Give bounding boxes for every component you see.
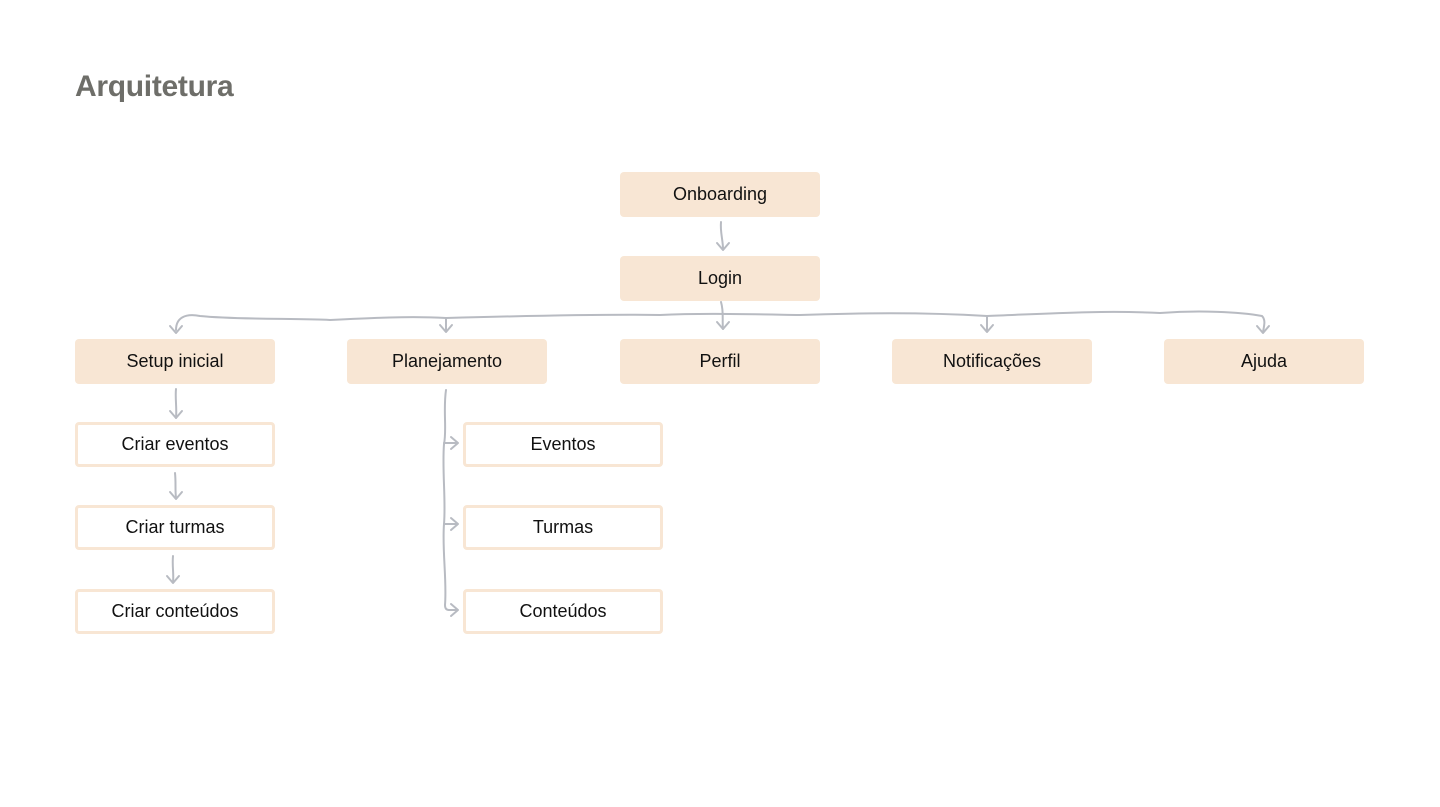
arrowhead-ajuda (1256, 325, 1270, 334)
arrowhead-setup-criar-eventos (169, 410, 183, 419)
arrowhead-criar-eventos-criar-turmas (169, 491, 183, 500)
node-perfil[interactable]: Perfil (620, 339, 820, 384)
arrow-login-perfil (720, 301, 724, 330)
node-eventos[interactable]: Eventos (463, 422, 663, 467)
node-criar-conteudos[interactable]: Criar conteúdos (75, 589, 275, 634)
branch-line (175, 310, 1266, 333)
node-turmas[interactable]: Turmas (463, 505, 663, 550)
page-title: Arquitetura (75, 70, 234, 103)
arrowhead-planejamento-eventos (450, 436, 459, 450)
node-notificacoes[interactable]: Notificações (892, 339, 1092, 384)
arrowhead-planejamento-turmas (450, 517, 459, 531)
node-criar-eventos[interactable]: Criar eventos (75, 422, 275, 467)
node-planejamento[interactable]: Planejamento (347, 339, 547, 384)
node-ajuda[interactable]: Ajuda (1164, 339, 1364, 384)
arrowhead-onboarding-login (716, 242, 730, 251)
arrowhead-login-perfil (716, 321, 730, 330)
arrowhead-setup (169, 325, 183, 334)
planejamento-trunk (442, 389, 450, 611)
arrowhead-planejamento-conteudos (450, 603, 459, 617)
node-login[interactable]: Login (620, 256, 820, 301)
node-conteudos[interactable]: Conteúdos (463, 589, 663, 634)
node-onboarding[interactable]: Onboarding (620, 172, 820, 217)
arrow-criar-eventos-criar-turmas (174, 472, 177, 499)
arrowhead-notificacoes (980, 324, 994, 333)
arrow-setup-criar-eventos (174, 388, 178, 419)
node-setup-inicial[interactable]: Setup inicial (75, 339, 275, 384)
node-criar-turmas[interactable]: Criar turmas (75, 505, 275, 550)
arrow-onboarding-login (719, 221, 724, 250)
arrowhead-planejamento (439, 324, 453, 333)
arrow-criar-turmas-criar-conteudos (171, 555, 175, 583)
arrowhead-criar-turmas-criar-conteudos (166, 575, 180, 584)
